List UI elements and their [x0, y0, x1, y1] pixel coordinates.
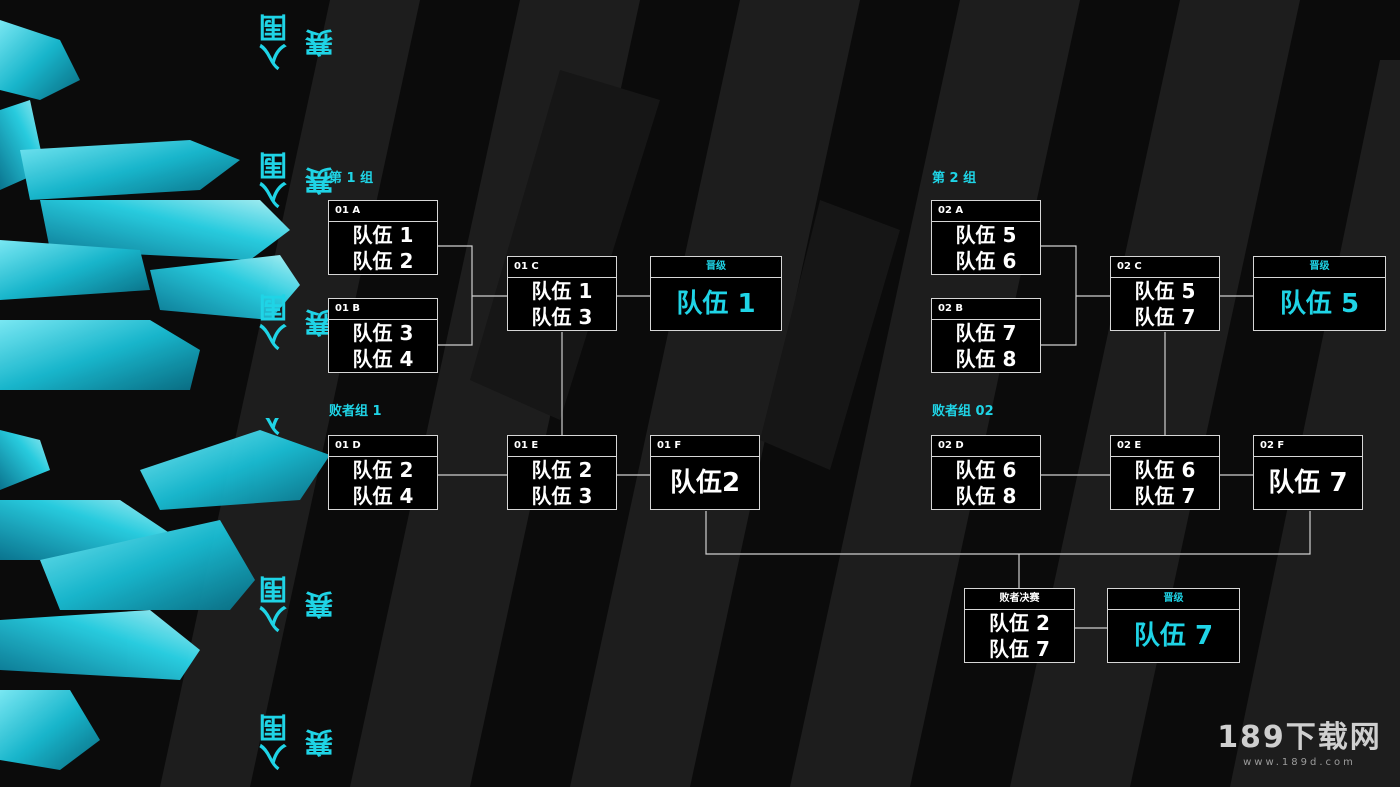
qualified-team: 队伍 1: [676, 289, 756, 319]
match-01f: 01 F 队伍2: [650, 435, 760, 510]
team-name: 队伍 7: [955, 321, 1017, 345]
team-name: 队伍 5: [1134, 279, 1196, 303]
match-label: 01 A: [329, 201, 437, 222]
qualified-team: 队伍 5: [1279, 289, 1360, 319]
side-label-qualifier: 入围赛: [258, 293, 337, 352]
group-label-1: 第 1 组: [329, 171, 374, 186]
match-label: 01 D: [329, 436, 437, 457]
match-02b: 02 B 队伍 7 队伍 8: [931, 298, 1041, 373]
match-losers-final: 败者决赛 队伍 2 队伍 7: [964, 588, 1075, 663]
qualified-3: 晋级 队伍 7: [1107, 588, 1240, 663]
match-label: 败者决赛: [965, 589, 1074, 610]
team-name: 队伍 1: [352, 223, 414, 247]
match-label: 02 B: [932, 299, 1040, 320]
side-label-qualifier: 入围赛: [258, 575, 337, 634]
match-02a: 02 A 队伍 5 队伍 6: [931, 200, 1041, 275]
qualified-team: 队伍 7: [1133, 621, 1214, 651]
match-02e: 02 E 队伍 6 队伍 7: [1110, 435, 1220, 510]
match-label: 02 E: [1111, 436, 1219, 457]
team-name: 队伍 4: [352, 347, 414, 371]
losers-group-label-1: 败者组 1: [329, 404, 382, 419]
match-label: 02 A: [932, 201, 1040, 222]
watermark-url: www.189d.com: [1243, 757, 1356, 768]
team-name: 队伍 8: [955, 347, 1017, 371]
team-name: 队伍 6: [955, 458, 1017, 482]
qualified-label: 晋级: [651, 257, 781, 278]
side-label-qualifier: 入围赛: [258, 151, 337, 210]
match-01d: 01 D 队伍 2 队伍 4: [328, 435, 438, 510]
qualified-label: 晋级: [1254, 257, 1385, 278]
side-label-qualifier: 入围赛: [258, 13, 337, 72]
match-01c: 01 C 队伍 1 队伍 3: [507, 256, 617, 331]
crystal-decoration: [0, 20, 330, 770]
team-name: 队伍 7: [989, 637, 1050, 661]
team-name: 队伍 2: [531, 458, 593, 482]
team-name: 队伍 2: [989, 611, 1050, 635]
match-label: 02 D: [932, 436, 1040, 457]
match-01e: 01 E 队伍 2 队伍 3: [507, 435, 617, 510]
team-name: 队伍 8: [955, 484, 1017, 508]
qualified-2: 晋级 队伍 5: [1253, 256, 1386, 331]
match-label: 01 E: [508, 436, 616, 457]
match-winner: 队伍 7: [1268, 468, 1348, 498]
side-label-qualifier: 入围赛: [258, 713, 337, 772]
match-label: 01 C: [508, 257, 616, 278]
losers-group-label-2: 败者组 02: [932, 404, 994, 419]
qualified-1: 晋级 队伍 1: [650, 256, 782, 331]
team-name: 队伍 3: [531, 484, 593, 508]
match-label: 02 F: [1254, 436, 1362, 457]
team-name: 队伍 2: [352, 458, 414, 482]
match-01b: 01 B 队伍 3 队伍 4: [328, 298, 438, 373]
team-name: 队伍 7: [1134, 484, 1196, 508]
side-label-qualifier: 入围赛: [258, 418, 291, 436]
match-label: 02 C: [1111, 257, 1219, 278]
watermark-text: 189下载网: [1217, 720, 1382, 755]
team-name: 队伍 2: [352, 249, 414, 273]
match-01a: 01 A 队伍 1 队伍 2: [328, 200, 438, 275]
group-label-2: 第 2 组: [932, 171, 977, 186]
team-name: 队伍 5: [955, 223, 1017, 247]
team-name: 队伍 7: [1134, 305, 1196, 329]
match-winner: 队伍2: [669, 468, 741, 498]
team-name: 队伍 1: [531, 279, 593, 303]
team-name: 队伍 3: [531, 305, 593, 329]
match-02c: 02 C 队伍 5 队伍 7: [1110, 256, 1220, 331]
team-name: 队伍 6: [955, 249, 1017, 273]
match-02d: 02 D 队伍 6 队伍 8: [931, 435, 1041, 510]
qualified-label: 晋级: [1108, 589, 1239, 610]
match-label: 01 F: [651, 436, 759, 457]
watermark: 189下载网 www.189d.com: [1212, 720, 1387, 770]
match-02f: 02 F 队伍 7: [1253, 435, 1363, 510]
match-label: 01 B: [329, 299, 437, 320]
team-name: 队伍 3: [352, 321, 414, 345]
team-name: 队伍 4: [352, 484, 414, 508]
team-name: 队伍 6: [1134, 458, 1196, 482]
